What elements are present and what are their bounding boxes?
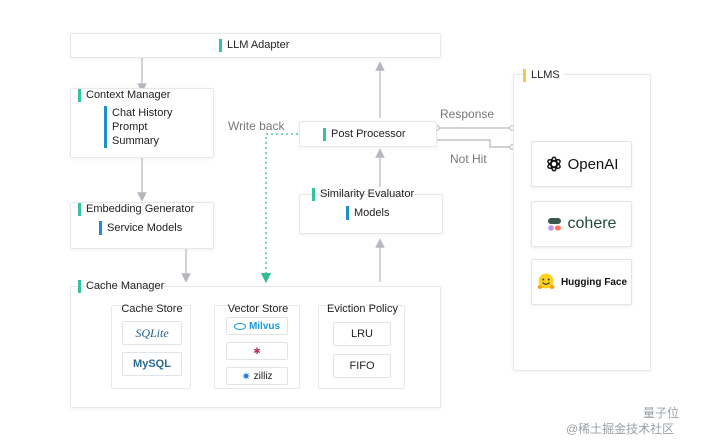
embedding-item-service-models: Service Models: [99, 221, 182, 235]
context-item-chat-history: Chat History: [112, 107, 173, 119]
watermark-line2: @稀土掘金技术社区: [566, 422, 675, 436]
post-processor-title: Post Processor: [323, 128, 406, 141]
llm-adapter-box[interactable]: LLM Adapter: [70, 33, 441, 58]
embedding-generator-box[interactable]: Embedding Generator Service Models: [70, 202, 214, 249]
cache-manager-box[interactable]: Cache Manager Cache Store SQLite MySQL V…: [70, 280, 441, 408]
context-item-summary: Summary: [112, 135, 160, 147]
cache-store-box[interactable]: Cache Store SQLite MySQL: [111, 303, 191, 389]
similarity-evaluator-box[interactable]: Similarity Evaluator Models: [299, 188, 443, 234]
cache-manager-title: Cache Manager: [78, 280, 164, 293]
context-item-prompt: Prompt: [112, 121, 148, 133]
cache-store-title: Cache Store: [121, 303, 183, 315]
sqlite-label: SQLite: [135, 325, 169, 340]
zilliz-star-icon: ✷: [241, 370, 251, 383]
vector-store-title: Vector Store: [227, 303, 289, 315]
cohere-icon: [547, 218, 561, 231]
cohere-logo-card: cohere: [531, 201, 632, 247]
watermark-line1: 量子位: [643, 406, 680, 420]
similarity-evaluator-title: Similarity Evaluator: [312, 188, 414, 201]
openai-logo-card: OpenAI: [531, 141, 632, 187]
sqlite-logo: SQLite: [122, 321, 182, 345]
lru-label: LRU: [350, 328, 373, 340]
lru-pill: LRU: [333, 322, 391, 346]
zilliz-logo: ✷ zilliz: [226, 367, 288, 385]
context-manager-box[interactable]: Context Manager Chat History Prompt Summ…: [70, 88, 214, 158]
openai-icon: [546, 156, 561, 172]
post-processor-box[interactable]: Post Processor: [299, 121, 437, 147]
openai-label: OpenAI: [567, 155, 619, 173]
huggingface-label: Hugging Face: [560, 276, 628, 288]
vector-store-box[interactable]: Vector Store Milvus ✱ ✷ zilliz: [214, 303, 300, 389]
eviction-policy-title: Eviction Policy: [327, 303, 398, 315]
llm-adapter-title: LLM Adapter: [219, 39, 289, 52]
llms-title: LLMS: [523, 69, 564, 82]
eviction-policy-box[interactable]: Eviction Policy LRU FIFO: [318, 303, 405, 389]
mysql-logo: MySQL: [122, 352, 182, 376]
fifo-label: FIFO: [349, 360, 375, 372]
milvus-label: Milvus: [248, 320, 281, 332]
huggingface-icon: [537, 273, 555, 289]
embedding-generator-title: Embedding Generator: [78, 203, 194, 216]
cohere-label: cohere: [567, 215, 617, 232]
zilliz-label: zilliz: [253, 370, 273, 382]
fifo-pill: FIFO: [333, 354, 391, 378]
line-not-hit: [437, 139, 512, 148]
milvus-eye-icon: [233, 322, 246, 330]
response-label: Response: [440, 107, 495, 121]
mysql-label: MySQL: [133, 358, 171, 370]
line-write-back: [260, 133, 298, 284]
context-manager-items: Chat History Prompt Summary: [104, 106, 173, 148]
write-back-label: Write back: [228, 119, 285, 133]
not-hit-label: Not Hit: [450, 152, 487, 166]
milvus-logo: Milvus: [226, 317, 288, 335]
faiss-mark-icon: ✱: [253, 346, 261, 356]
context-manager-title: Context Manager: [78, 89, 170, 102]
similarity-item-models: Models: [346, 206, 389, 220]
huggingface-logo-card: Hugging Face: [531, 259, 632, 305]
faiss-logo: ✱: [226, 342, 288, 360]
